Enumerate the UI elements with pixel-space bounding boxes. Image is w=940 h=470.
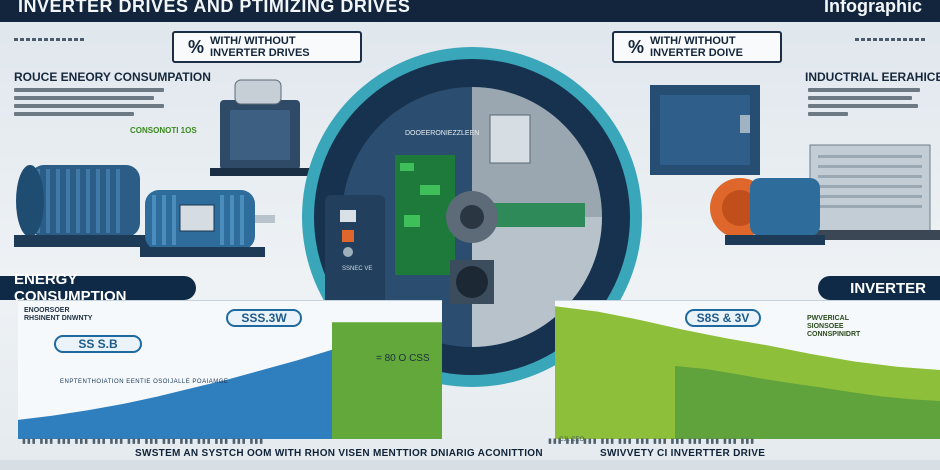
right-machines-illustration: [650, 85, 940, 245]
left-axis-ticks: ▮▮▮ ▮▮▮ ▮▮▮ ▮▮▮ ▮▮▮ ▮▮▮ ▮▮▮ ▮▮▮ ▮▮▮ ▮▮▮ …: [22, 438, 265, 445]
percent-icon: %: [628, 36, 645, 57]
energy-consumption-band: ENERGY CONSUMPTION: [0, 271, 196, 305]
right-side-label: CJL CEO: [559, 437, 585, 443]
infographic-label: Infographic: [824, 0, 922, 16]
legend-line-2: SIONSOEE: [807, 323, 844, 330]
inverter-chart: S8S & 3V PWVERICAL SIONSOEE CONNSPINIDRT…: [555, 300, 940, 443]
right-chart-area: [555, 306, 940, 439]
banner-with-without-right: % WITH/ WITHOUT INVERTER DOIVE: [612, 31, 782, 63]
left-chart-caption: SWSTEM AN SYSTCH OOM WITH RHON VISEN MEN…: [135, 448, 543, 459]
inverter-label: INVERTER: [850, 279, 926, 297]
bottom-strip: [0, 460, 940, 470]
value-pill: S8S & 3V: [685, 309, 761, 327]
decor-text-right: [855, 38, 925, 41]
page-title: INVERTER DRIVES AND PTIMIZING DRIVES: [18, 0, 411, 16]
consumption-badge: CONSONOTI 1OS: [130, 126, 197, 135]
left-section-heading: ROUCE ENEORY CONSUMPATION: [14, 70, 211, 84]
series-area-shade: [675, 366, 940, 439]
series-area-green: [332, 322, 442, 439]
text-line: [808, 96, 912, 100]
legend-line-3: CONNSPINIDRT: [807, 331, 861, 338]
right-section-heading: INDUCTRIAL EERAHICES: [805, 70, 940, 84]
banner-line-2: INVERTER DOIVE: [650, 47, 743, 59]
left-motors-illustration: [14, 165, 275, 257]
left-chart-area: [18, 322, 442, 439]
pump-illustration: [210, 79, 310, 176]
text-line: [808, 104, 918, 108]
banner-line-1: WITH/ WITHOUT: [650, 35, 736, 47]
text-line: [14, 112, 134, 116]
area-label: ENPTENTHOIATION EENTIE OSOIJALLE POAIAMG…: [60, 379, 229, 385]
display-icon: [340, 210, 356, 222]
text-line: [808, 112, 848, 116]
generator-enclosure-icon: [800, 144, 940, 240]
text-line: [14, 88, 164, 92]
header-bar: INVERTER DRIVES AND PTIMIZING DRIVES Inf…: [0, 0, 940, 22]
right-axis-ticks: ▮▮▮ ▮▮▮ ▮▮▮ ▮▮▮ ▮▮▮ ▮▮▮ ▮▮▮ ▮▮▮ ▮▮▮ ▮▮▮ …: [548, 438, 756, 445]
text-line: [14, 104, 164, 108]
stop-button-icon: [342, 230, 354, 242]
inverter-band: INVERTER: [818, 276, 940, 300]
ring-top-label: DOOEERONIEZZLEEN: [405, 130, 479, 137]
panel-label: SSNEC VE: [342, 266, 372, 272]
banner-line-2: INVERTER DRIVES: [210, 47, 310, 59]
legend-line-1: PWVERICAL: [807, 315, 849, 322]
percent-icon: %: [188, 36, 205, 57]
right-chart-legend: PWVERICAL SIONSOEE CONNSPINIDRT: [807, 315, 860, 339]
value-pill-top: SSS.3W: [226, 309, 302, 327]
control-cabinet-icon: [650, 85, 760, 175]
legend-line-2: RHSINENT DNWNTY: [24, 315, 93, 322]
capacitor-icon: [489, 114, 531, 164]
electric-motor-icon: [140, 190, 275, 257]
banner-line-1: WITH/ WITHOUT: [210, 35, 296, 47]
right-chart-caption: SWIVVETY CI INVERTTER DRIVE: [600, 448, 766, 459]
electric-motor-icon: [710, 178, 825, 245]
control-panel: [325, 195, 385, 305]
series-area-blue: [18, 349, 332, 439]
text-line: [14, 96, 154, 100]
electric-motor-icon: [14, 165, 154, 247]
mid-value-label: = 80 O CSS: [376, 353, 430, 364]
left-chart-legend: ENOORSOER RHSINENT DNWNTY: [24, 307, 92, 323]
banner-with-without-left: % WITH/ WITHOUT INVERTER DRIVES: [172, 31, 362, 63]
energy-consumption-chart: ENOORSOER RHSINENT DNWNTY SSS.3W SS S.B …: [18, 300, 442, 439]
decor-text-left: [14, 38, 84, 41]
value-pill-left: SS S.B: [54, 335, 142, 353]
legend-line-1: ENOORSOER: [24, 307, 70, 314]
text-line: [808, 88, 920, 92]
pump-icon: [210, 79, 310, 176]
